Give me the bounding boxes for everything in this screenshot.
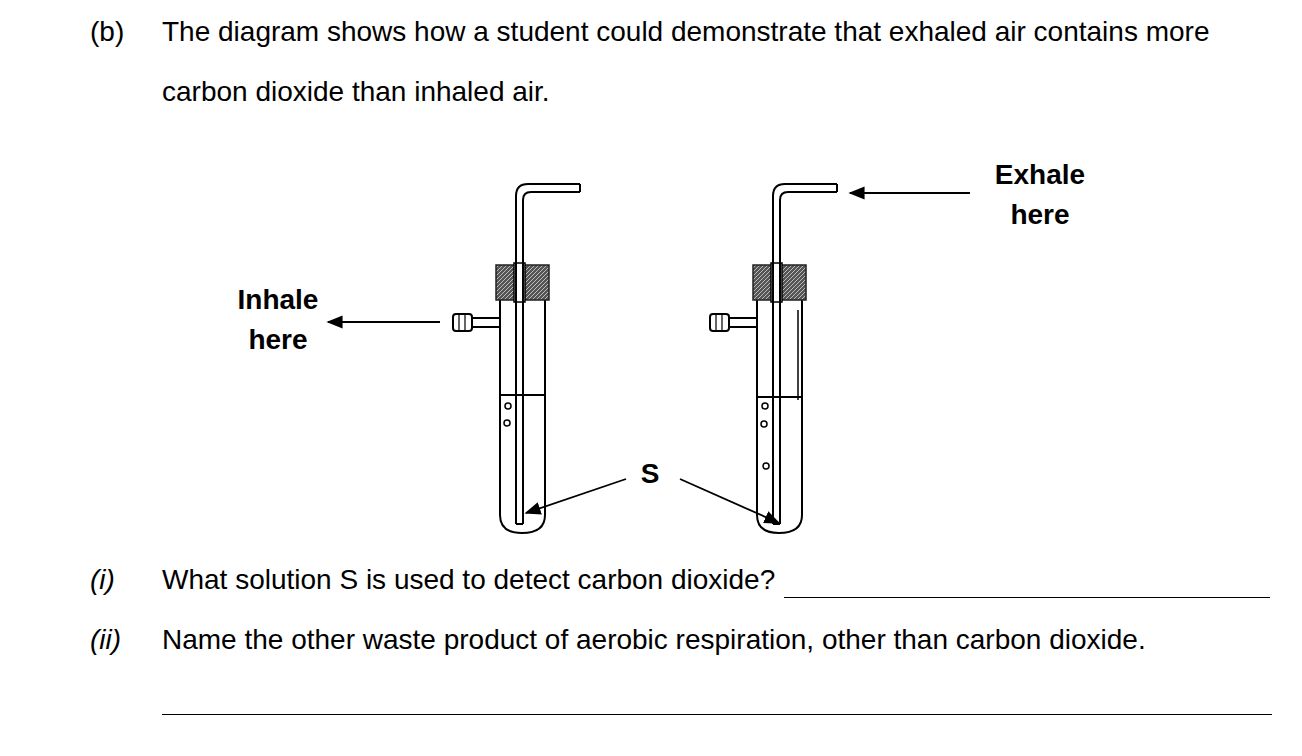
leader-line bbox=[526, 479, 626, 513]
nozzle-ridge bbox=[716, 314, 722, 331]
delivery-tube bbox=[523, 192, 580, 524]
tube-mark bbox=[797, 310, 799, 400]
inhale-arrow bbox=[328, 321, 440, 323]
boiling-tube bbox=[453, 184, 580, 533]
bubble bbox=[505, 403, 511, 409]
tube-end bbox=[773, 523, 780, 525]
stopper-hole bbox=[514, 263, 525, 302]
side-arm-nozzle bbox=[710, 314, 729, 331]
delivery-tube bbox=[773, 184, 837, 524]
tube-end bbox=[836, 184, 838, 192]
answer-line bbox=[162, 714, 1272, 715]
delivery-tube bbox=[516, 263, 523, 302]
callout-label: S bbox=[638, 454, 662, 494]
question-text: The diagram shows how a student could de… bbox=[162, 2, 1262, 122]
side-arm bbox=[472, 318, 500, 327]
part-label: (ii) bbox=[90, 620, 121, 660]
exhale-arrow bbox=[850, 192, 970, 194]
side-arm bbox=[729, 318, 757, 327]
question-text: What solution S is used to detect carbon… bbox=[162, 560, 775, 600]
bubble bbox=[762, 403, 768, 409]
leader-arrows bbox=[328, 193, 970, 523]
bubble bbox=[504, 420, 510, 426]
stopper-hole bbox=[771, 263, 782, 302]
part-label: (b) bbox=[90, 12, 124, 52]
question-text: Name the other waste product of aerobic … bbox=[162, 620, 1146, 660]
callout-label: Exhale here bbox=[980, 155, 1100, 235]
nozzle-ridge bbox=[459, 314, 465, 331]
part-label: (i) bbox=[90, 560, 115, 600]
bubble bbox=[761, 421, 767, 427]
leader-line bbox=[680, 479, 779, 523]
delivery-tube bbox=[780, 192, 837, 524]
delivery-tube bbox=[773, 263, 780, 302]
side-arm-nozzle bbox=[453, 314, 472, 331]
delivery-tube bbox=[516, 184, 580, 524]
tube-end bbox=[516, 523, 523, 525]
boiling-tube bbox=[710, 184, 837, 533]
answer-line bbox=[784, 597, 1270, 598]
callout-label: Inhale here bbox=[218, 280, 338, 360]
bubble bbox=[763, 463, 769, 469]
tube-end bbox=[579, 184, 581, 192]
